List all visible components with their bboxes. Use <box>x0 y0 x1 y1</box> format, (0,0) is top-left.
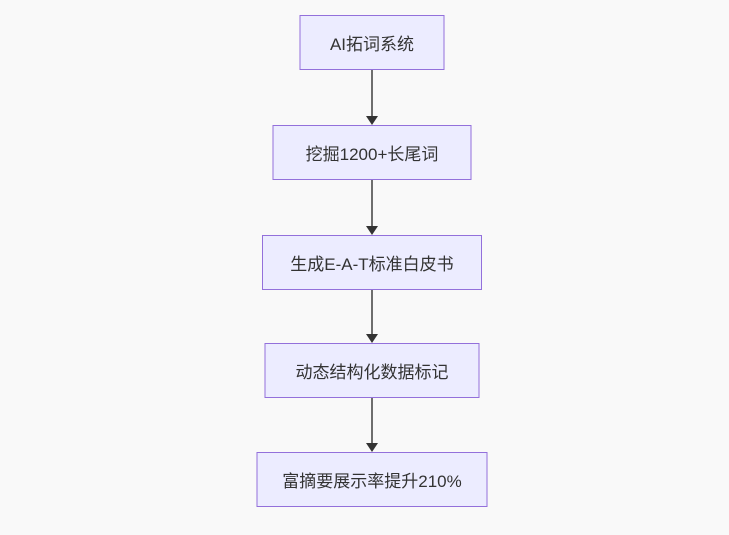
arrowhead-down-icon <box>366 226 378 235</box>
arrowhead-down-icon <box>366 116 378 125</box>
node-generate-eat-whitepaper: 生成E-A-T标准白皮书 <box>262 235 482 290</box>
edge-n4-n5 <box>371 398 373 443</box>
node-mine-longtail-keywords: 挖掘1200+长尾词 <box>272 125 472 180</box>
arrowhead-down-icon <box>366 443 378 452</box>
node-rich-snippet-rate-increase: 富摘要展示率提升210% <box>256 452 488 507</box>
edge-n1-n2 <box>371 70 373 116</box>
edge-n3-n4 <box>371 290 373 334</box>
node-ai-word-expansion-system: AI拓词系统 <box>299 15 445 70</box>
edge-n2-n3 <box>371 180 373 226</box>
arrowhead-down-icon <box>366 334 378 343</box>
node-dynamic-structured-data-markup: 动态结构化数据标记 <box>264 343 480 398</box>
